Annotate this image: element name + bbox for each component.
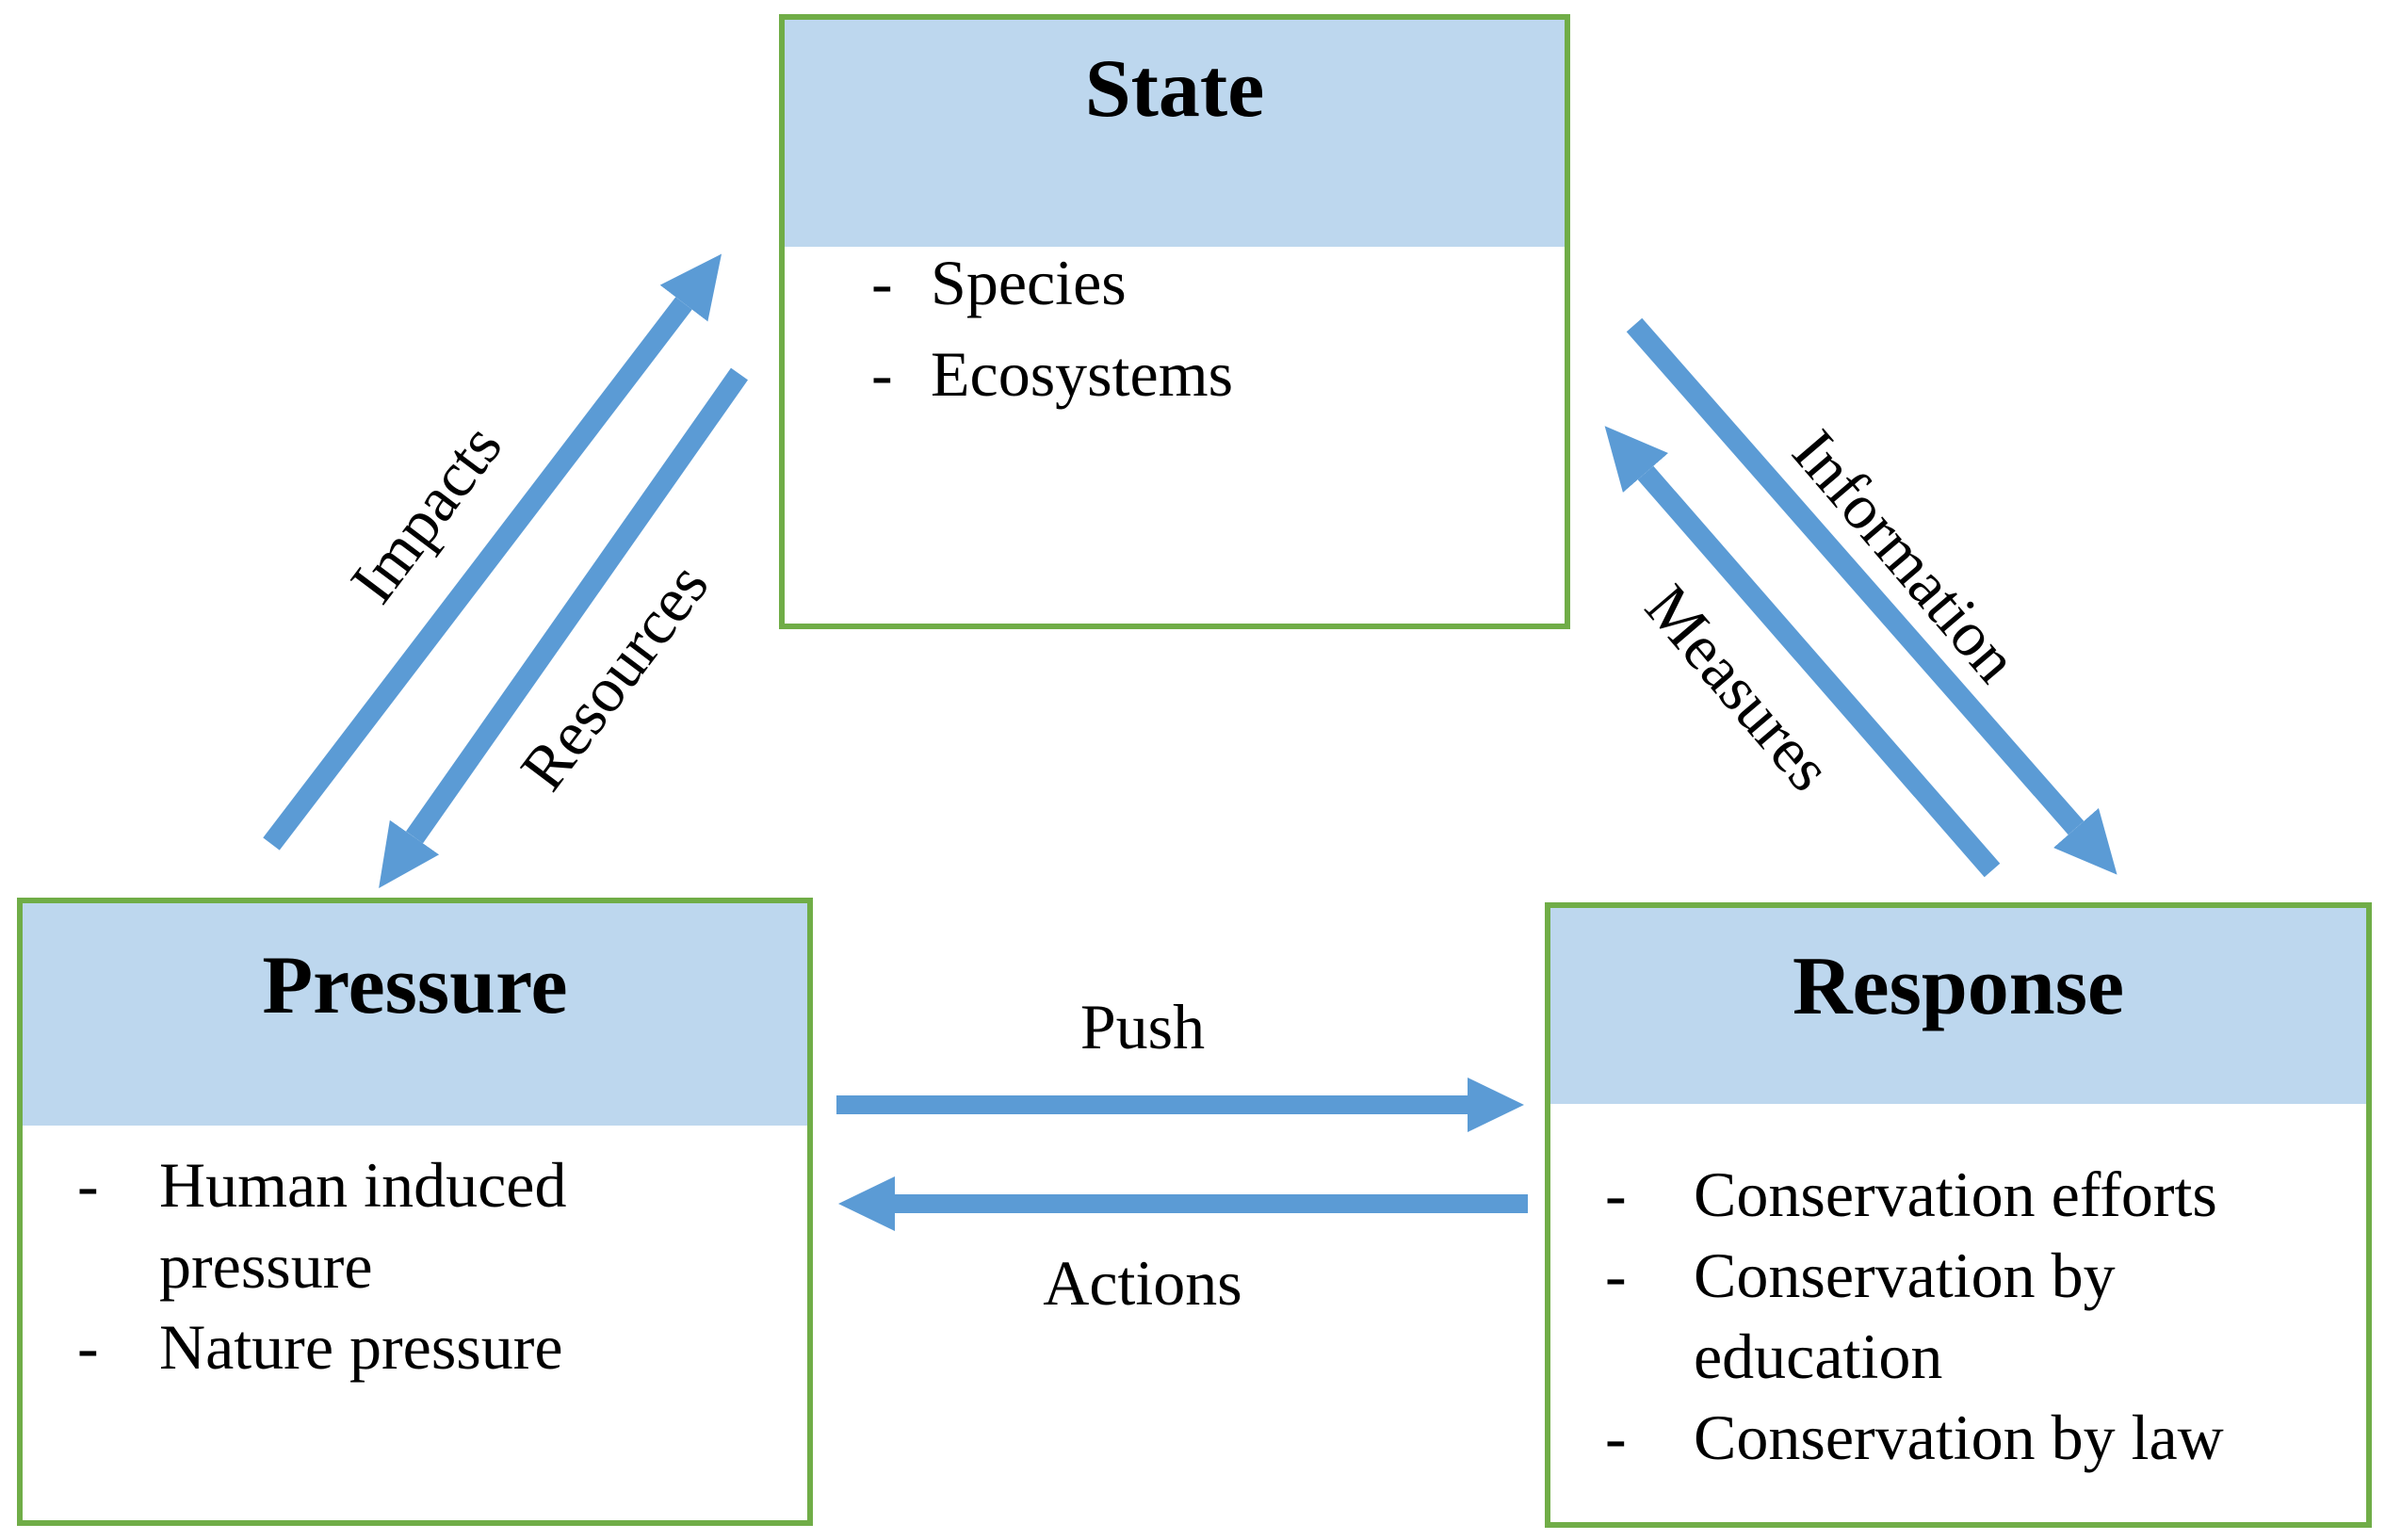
list-item: - Species	[871, 247, 1536, 318]
state-box-title: State	[1084, 43, 1265, 135]
list-item: - Conservation efforts	[1605, 1154, 2357, 1235]
list-item-text: Conservation by education	[1694, 1240, 2116, 1392]
list-item-text: Conservation efforts	[1694, 1159, 2217, 1230]
list-item: - Nature pressure	[77, 1306, 741, 1387]
bullet-dash: -	[1605, 1240, 1627, 1311]
list-item: - Ecosystems	[871, 338, 1536, 410]
pressure-box-body: - Human induced pressure - Nature pressu…	[23, 1126, 807, 1387]
actions-arrow-label: Actions	[1043, 1247, 1242, 1319]
state-box-body: - Species - Ecosystems	[785, 247, 1565, 410]
bullet-dash: -	[1605, 1159, 1627, 1230]
list-item-text: Ecosystems	[931, 338, 1234, 410]
impacts-arrow	[263, 253, 722, 851]
list-item-text: Nature pressure	[159, 1311, 563, 1383]
list-item-text: Human induced pressure	[159, 1149, 567, 1302]
list-item: - Human induced pressure	[77, 1144, 741, 1306]
bullet-dash: -	[871, 338, 893, 410]
bullet-dash: -	[1605, 1402, 1627, 1473]
push-arrow-label: Push	[1079, 991, 1206, 1062]
bullet-dash: -	[871, 247, 893, 318]
response-box-title: Response	[1792, 941, 2125, 1032]
resources-arrow-label: Resources	[506, 549, 722, 803]
information-arrow	[1626, 317, 2117, 875]
list-item: - Conservation by law	[1605, 1397, 2357, 1478]
impacts-arrow-label: Impacts	[335, 411, 516, 616]
state-box: State - Species - Ecosystems	[779, 14, 1570, 629]
response-box-body: - Conservation efforts - Conservation by…	[1550, 1104, 2366, 1478]
list-item: - Conservation by education	[1605, 1235, 2357, 1397]
list-item-text: Species	[931, 247, 1127, 318]
response-box-header: Response	[1550, 908, 2366, 1104]
bullet-dash: -	[77, 1311, 99, 1383]
information-arrow-label: Information	[1778, 415, 2033, 696]
measures-arrow-label: Measures	[1631, 571, 1846, 804]
bullet-dash: -	[77, 1149, 99, 1221]
list-item-text: Conservation by law	[1694, 1402, 2224, 1473]
pressure-box-header: Pressure	[23, 903, 807, 1126]
state-box-header: State	[785, 20, 1565, 247]
pressure-box: Pressure - Human induced pressure - Natu…	[17, 898, 813, 1526]
response-box: Response - Conservation efforts - Conser…	[1545, 902, 2372, 1528]
pressure-box-title: Pressure	[262, 940, 568, 1031]
